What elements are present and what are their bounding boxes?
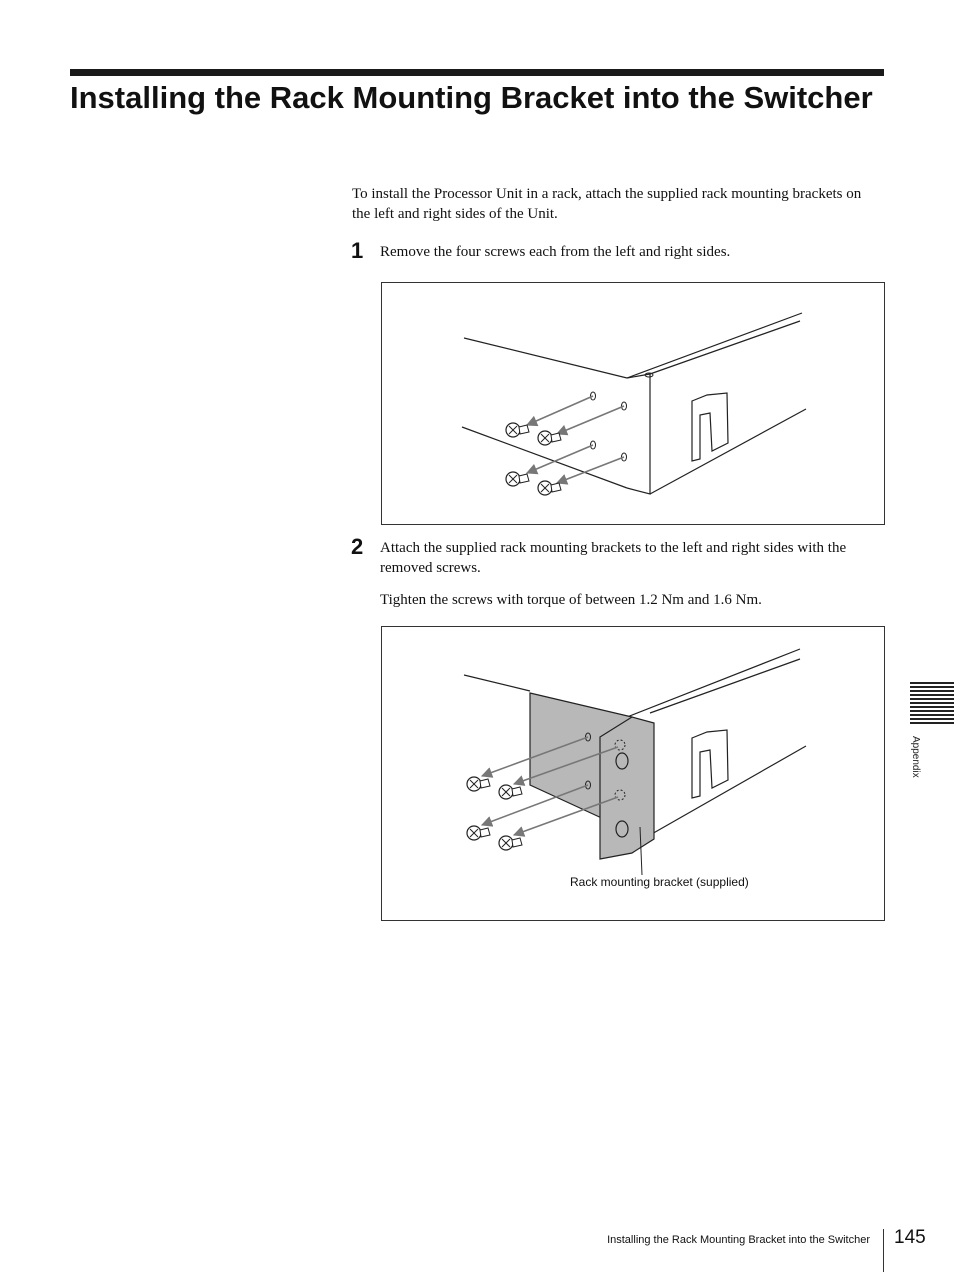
remove-screws-illustration: [461, 312, 807, 496]
step-1-number: 1: [351, 238, 364, 263]
intro-paragraph: To install the Processor Unit in a rack,…: [352, 186, 862, 222]
side-tab-appendix: Appendix: [910, 736, 921, 778]
step-2-text: Attach the supplied rack mounting bracke…: [380, 540, 847, 576]
title-rule: [70, 69, 884, 76]
step-2-number: 2: [351, 534, 364, 559]
figure-remove-screws: [381, 282, 885, 525]
section-thumb-index: [910, 682, 954, 725]
footer-divider: [883, 1229, 884, 1272]
attach-bracket-illustration: [463, 648, 807, 876]
page-number: 145: [894, 1227, 926, 1248]
bracket-caption: Rack mounting bracket (supplied): [570, 875, 749, 889]
footer-running-title: Installing the Rack Mounting Bracket int…: [607, 1234, 870, 1246]
figure-attach-bracket: Rack mounting bracket (supplied): [381, 626, 885, 921]
step-2-note: Tighten the screws with torque of betwee…: [380, 592, 762, 608]
step-1-text: Remove the four screws each from the lef…: [380, 244, 731, 260]
page-title: Installing the Rack Mounting Bracket int…: [70, 80, 873, 115]
